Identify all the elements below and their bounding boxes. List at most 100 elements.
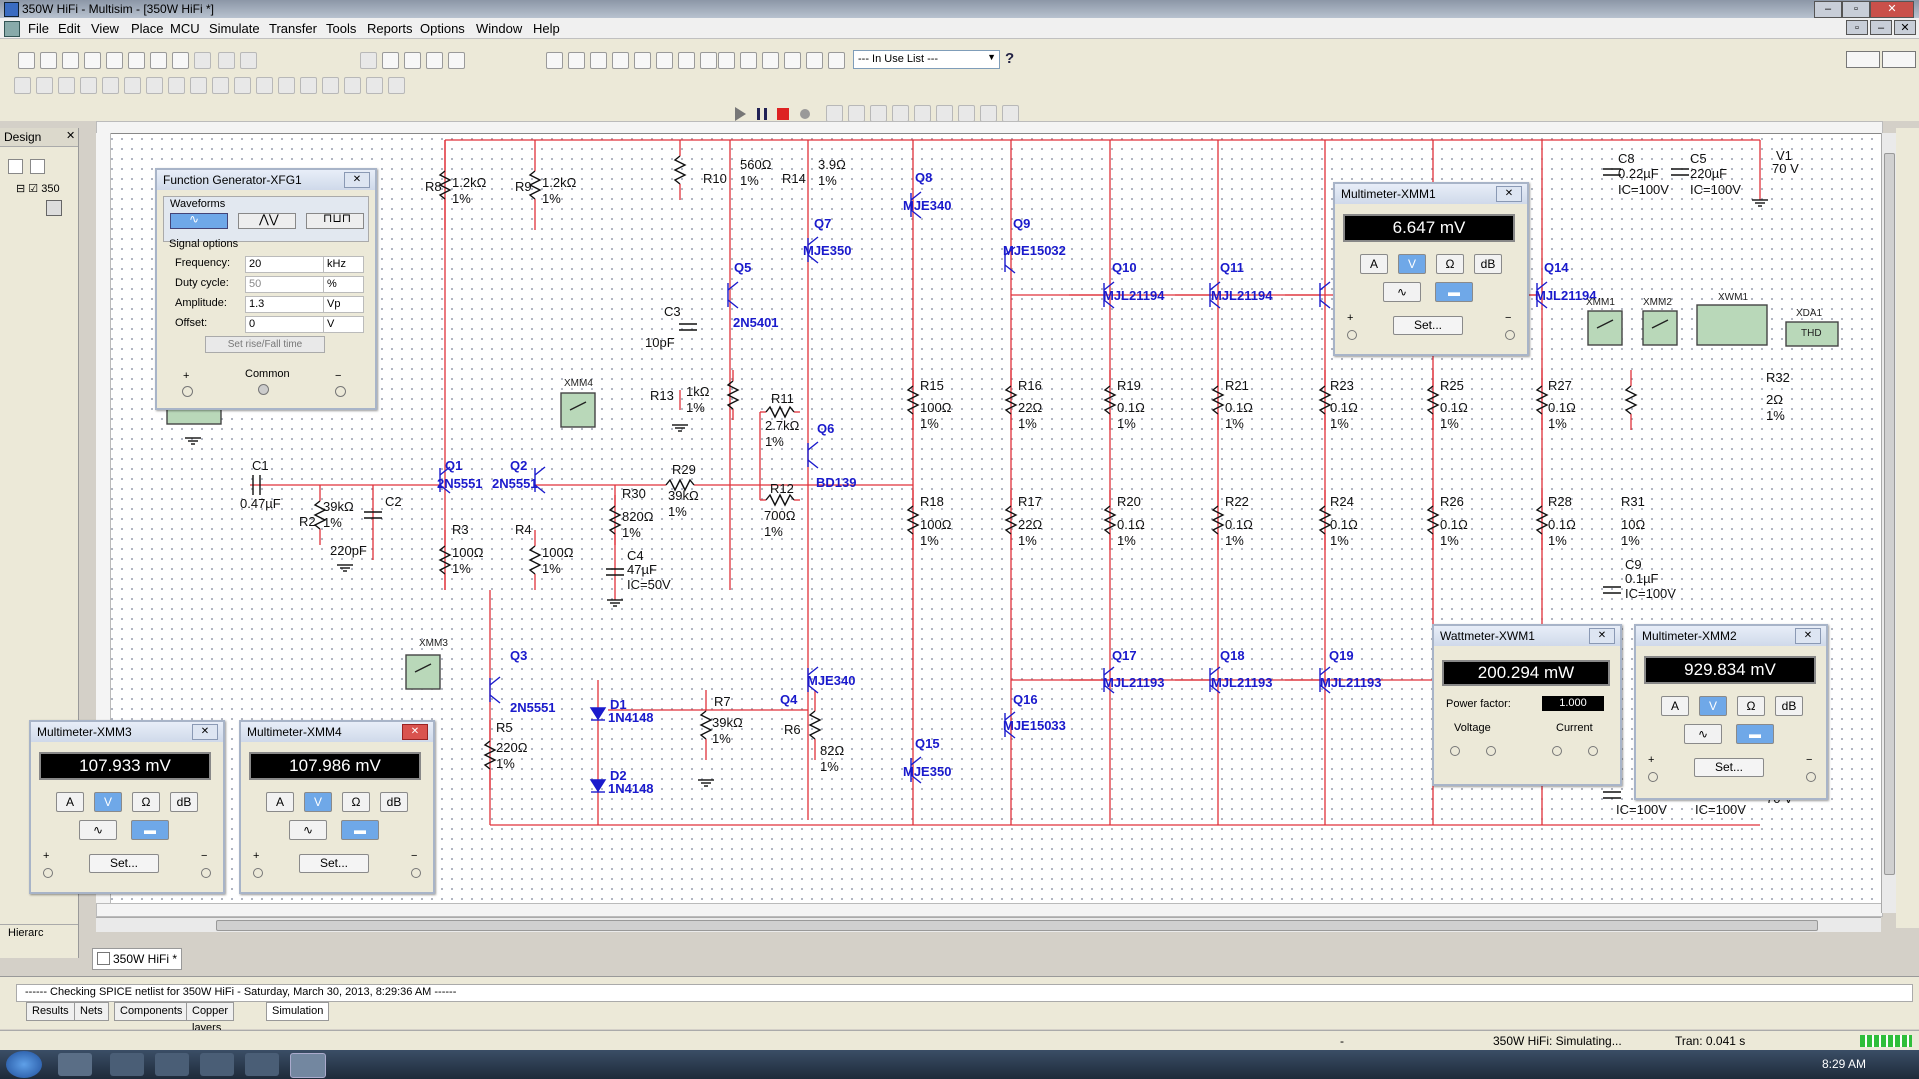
voltmeter-mode-button[interactable]: V — [94, 792, 122, 812]
ac-mode-button[interactable]: ∿ — [1383, 282, 1421, 302]
menu-edit[interactable]: Edit — [58, 21, 81, 36]
multimeter-icon[interactable] — [1642, 310, 1678, 346]
help-icon[interactable]: ? — [1005, 50, 1015, 67]
resistor[interactable] — [1535, 385, 1549, 415]
in-use-list-select[interactable]: --- In Use List ---▼ — [853, 50, 1000, 69]
component-toolbar-icon[interactable] — [234, 77, 251, 94]
minus-terminal-icon[interactable] — [1806, 772, 1816, 782]
toolbar-button-icon[interactable] — [150, 52, 167, 69]
horizontal-scrollbar[interactable] — [96, 917, 1881, 932]
ammeter-mode-button[interactable]: A — [266, 792, 294, 812]
minus-terminal-icon[interactable] — [411, 868, 421, 878]
multimeter-icon[interactable] — [405, 654, 441, 690]
close-icon[interactable]: ✕ — [1496, 186, 1522, 202]
menu-help[interactable]: Help — [533, 21, 560, 36]
resistor[interactable] — [483, 740, 497, 770]
tab-nets[interactable]: Nets — [74, 1002, 109, 1021]
db-mode-button[interactable]: dB — [380, 792, 408, 812]
vertical-scroll-thumb[interactable] — [1884, 153, 1895, 875]
set-button[interactable]: Set... — [299, 854, 369, 873]
fg-field-unit[interactable]: kHz — [323, 256, 364, 273]
minimize-button[interactable]: – — [1814, 1, 1842, 18]
plus-terminal-icon[interactable] — [1648, 772, 1658, 782]
tree-open-icon[interactable] — [8, 159, 23, 174]
component-toolbar-icon[interactable] — [58, 77, 75, 94]
current-plus-terminal[interactable] — [1552, 746, 1562, 756]
fg-field-unit[interactable]: Vp — [323, 296, 364, 313]
close-button[interactable]: ✕ — [1870, 1, 1914, 18]
current-minus-terminal[interactable] — [1588, 746, 1598, 756]
component-toolbar-icon[interactable] — [80, 77, 97, 94]
component-toolbar-icon[interactable] — [256, 77, 273, 94]
resistor[interactable] — [1318, 385, 1332, 415]
component-toolbar-icon[interactable] — [168, 77, 185, 94]
resistor[interactable] — [699, 710, 713, 740]
set-rise-fall-button[interactable]: Set rise/Fall time — [205, 336, 325, 353]
sine-wave-button[interactable]: ∿ — [170, 212, 228, 229]
dc-mode-button[interactable]: ▬ — [131, 820, 169, 840]
breadboard-icon[interactable] — [1846, 51, 1880, 68]
component-toolbar-icon[interactable] — [146, 77, 163, 94]
tab-simulation[interactable]: Simulation — [266, 1002, 330, 1021]
toolbar-button-icon[interactable] — [360, 52, 377, 69]
resistor[interactable] — [1103, 385, 1117, 415]
close-icon[interactable]: ✕ — [1589, 628, 1615, 644]
voltmeter-mode-button[interactable]: V — [304, 792, 332, 812]
dc-mode-button[interactable]: ▬ — [1435, 282, 1473, 302]
media-taskbar-icon[interactable] — [110, 1053, 144, 1076]
resistor[interactable] — [765, 405, 795, 419]
ammeter-mode-button[interactable]: A — [1661, 696, 1689, 716]
multisim-taskbar-icon[interactable] — [290, 1053, 326, 1078]
menu-window[interactable]: Window — [476, 21, 523, 36]
component-toolbar-icon[interactable] — [322, 77, 339, 94]
multimeter-icon[interactable] — [560, 392, 596, 428]
toolbar-button-icon[interactable] — [634, 52, 651, 69]
voltage-minus-terminal[interactable] — [1486, 746, 1496, 756]
resistor[interactable] — [528, 545, 542, 575]
ammeter-mode-button[interactable]: A — [56, 792, 84, 812]
resistor[interactable] — [608, 505, 622, 535]
component-toolbar-icon[interactable] — [36, 77, 53, 94]
square-wave-button[interactable]: ⊓⊔⊓ — [306, 211, 364, 229]
resistor[interactable] — [808, 710, 822, 740]
minus-terminal-icon[interactable] — [335, 386, 346, 397]
start-button-icon[interactable] — [6, 1051, 42, 1078]
close-icon[interactable]: ✕ — [344, 172, 370, 188]
fg-field-value[interactable]: 0 — [245, 316, 324, 333]
stop-icon[interactable] — [777, 108, 789, 120]
menu-transfer[interactable]: Transfer — [269, 21, 317, 36]
common-terminal-icon[interactable] — [258, 384, 269, 395]
db-mode-button[interactable]: dB — [170, 792, 198, 812]
plus-terminal-icon[interactable] — [1347, 330, 1357, 340]
vertical-scrollbar[interactable] — [1881, 133, 1896, 913]
resistor[interactable] — [438, 170, 452, 200]
ohmmeter-mode-button[interactable]: Ω — [1737, 696, 1765, 716]
resistor[interactable] — [726, 380, 740, 410]
multimeter-icon[interactable] — [1587, 310, 1623, 346]
document-icon[interactable] — [4, 21, 20, 37]
component-toolbar-icon[interactable] — [212, 77, 229, 94]
triangle-wave-button[interactable]: ⋀⋁ — [238, 212, 296, 229]
resistor[interactable] — [1211, 385, 1225, 415]
resistor[interactable] — [906, 385, 920, 415]
function-generator-window[interactable]: Function Generator-XFG1✕ Waveforms ∿ ⋀⋁ … — [155, 168, 377, 410]
toolbar-button-icon[interactable] — [172, 52, 189, 69]
toolbar-button-icon[interactable] — [718, 52, 735, 69]
fg-field-value[interactable]: 20 — [245, 256, 324, 273]
run-icon[interactable] — [735, 107, 746, 121]
plus-terminal-icon[interactable] — [43, 868, 53, 878]
component-toolbar-icon[interactable] — [124, 77, 141, 94]
ammeter-mode-button[interactable]: A — [1360, 254, 1388, 274]
resistor[interactable] — [1535, 505, 1549, 535]
minus-terminal-icon[interactable] — [201, 868, 211, 878]
resistor[interactable] — [673, 155, 687, 185]
pause-sim-icon[interactable] — [1882, 51, 1916, 68]
minus-terminal-icon[interactable] — [1505, 330, 1515, 340]
toolbar-button-icon[interactable] — [404, 52, 421, 69]
resistor[interactable] — [906, 505, 920, 535]
resistor[interactable] — [313, 500, 327, 530]
fg-field-unit[interactable]: % — [323, 276, 364, 293]
menu-tools[interactable]: Tools — [326, 21, 357, 36]
